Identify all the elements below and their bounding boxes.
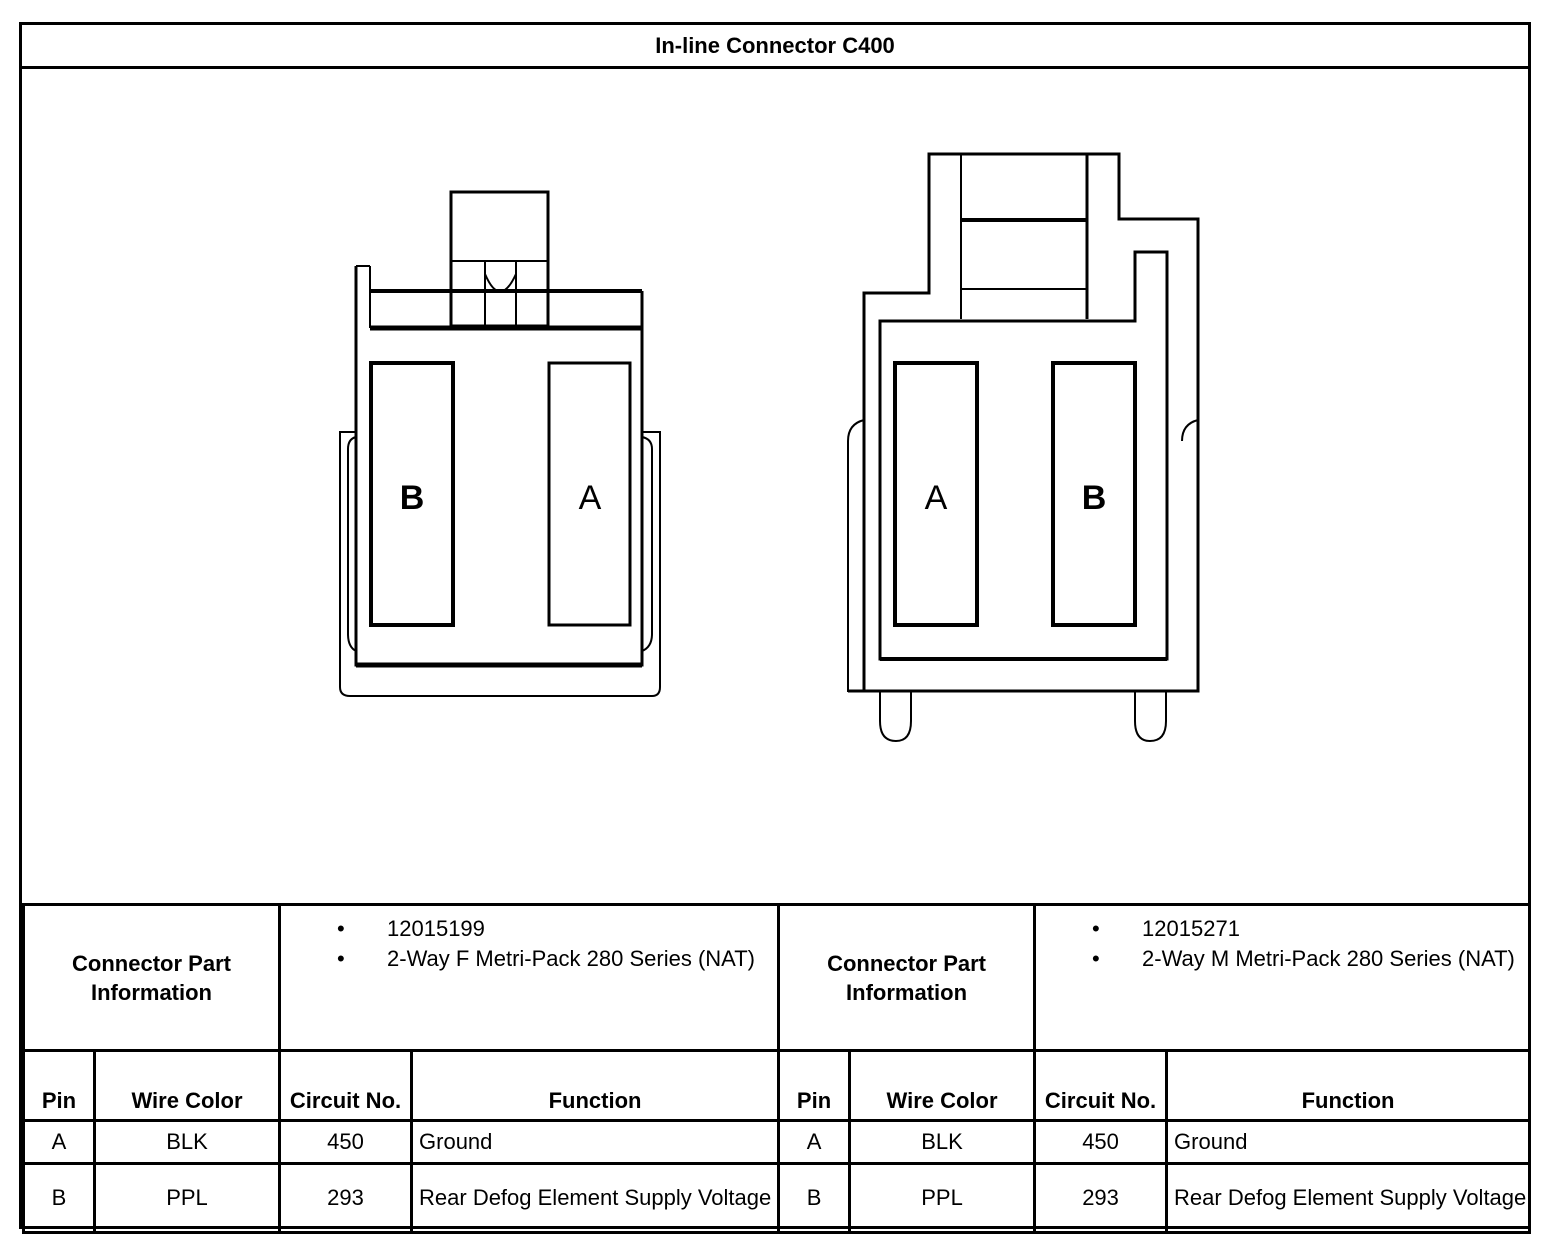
right-pin: A xyxy=(777,1119,852,1165)
left-part-info: 12015199 2-Way F Metri-Pack 280 Series (… xyxy=(278,903,781,1052)
left-wire-color: BLK xyxy=(92,1119,282,1165)
left-connector-face xyxy=(339,190,661,697)
right-header-wire-color: Wire Color xyxy=(848,1049,1037,1122)
right-connector-face xyxy=(847,152,1200,743)
right-cavity-label-b: B xyxy=(1082,479,1107,517)
right-circuit: 450 xyxy=(1033,1119,1169,1165)
left-header-circuit: Circuit No. xyxy=(278,1049,414,1122)
table-row: A BLK 450 Ground A BLK 450 Ground xyxy=(22,1119,1532,1165)
right-header-circuit: Circuit No. xyxy=(1033,1049,1169,1122)
right-function: Rear Defog Element Supply Voltage xyxy=(1165,1162,1532,1234)
part-info-row: Connector Part Information 12015199 2-Wa… xyxy=(21,903,1532,1052)
left-pin: B xyxy=(22,1162,96,1234)
right-wire-color: BLK xyxy=(848,1119,1037,1165)
right-cavity-label-a: A xyxy=(925,479,948,517)
left-cavity-label-b: B xyxy=(400,479,425,517)
left-part-number: 12015199 xyxy=(281,914,777,944)
table-row: B PPL 293 Rear Defog Element Supply Volt… xyxy=(22,1162,1532,1234)
header-row: Pin Wire Color Circuit No. Function Pin … xyxy=(22,1049,1532,1122)
right-wire-color: PPL xyxy=(848,1162,1037,1234)
page-title: In-line Connector C400 xyxy=(22,25,1528,69)
left-header-wire-color: Wire Color xyxy=(92,1049,282,1122)
left-pin: A xyxy=(22,1119,96,1165)
right-info-label: Connector Part Information xyxy=(777,903,1037,1052)
right-pin: B xyxy=(777,1162,852,1234)
right-part-info: 12015271 2-Way M Metri-Pack 280 Series (… xyxy=(1033,903,1532,1052)
connector-info-table: Connector Part Information 12015199 2-Wa… xyxy=(21,903,1532,1234)
right-part-number: 12015271 xyxy=(1036,914,1528,944)
right-part-description: 2-Way M Metri-Pack 280 Series (NAT) xyxy=(1036,944,1528,974)
left-wire-color: PPL xyxy=(92,1162,282,1234)
left-part-description: 2-Way F Metri-Pack 280 Series (NAT) xyxy=(281,944,777,974)
left-header-pin: Pin xyxy=(22,1049,96,1122)
connector-sheet: In-line Connector C400 xyxy=(19,22,1532,1234)
left-function: Rear Defog Element Supply Voltage xyxy=(410,1162,781,1234)
left-circuit: 293 xyxy=(278,1162,414,1234)
left-function: Ground xyxy=(410,1119,781,1165)
left-cavity-label-a: A xyxy=(579,479,602,517)
connector-diagram: B A xyxy=(22,69,1528,903)
right-header-pin: Pin xyxy=(777,1049,852,1122)
left-info-label: Connector Part Information xyxy=(21,903,282,1052)
left-circuit: 450 xyxy=(278,1119,414,1165)
right-function: Ground xyxy=(1165,1119,1532,1165)
right-header-function: Function xyxy=(1165,1049,1532,1122)
left-header-function: Function xyxy=(410,1049,781,1122)
connector-drawing: B A xyxy=(339,152,1200,743)
right-circuit: 293 xyxy=(1033,1162,1169,1234)
